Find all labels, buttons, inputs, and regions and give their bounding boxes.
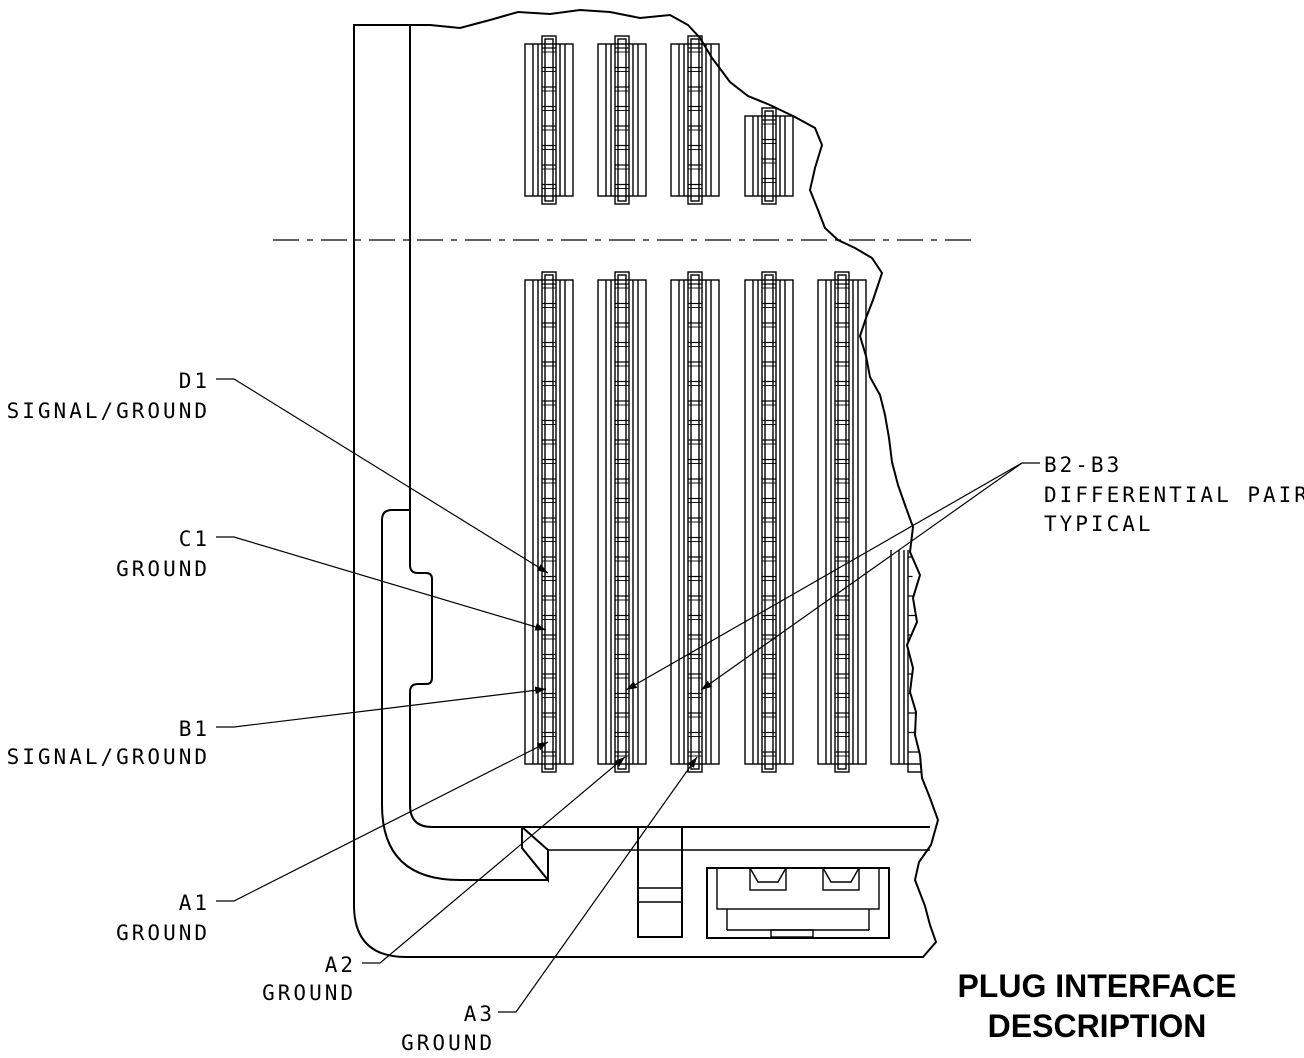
callout-d1-id: D1 — [179, 369, 210, 393]
title-line-2: DESCRIPTION — [988, 1008, 1207, 1044]
leader-d1 — [216, 378, 549, 574]
callout-b2b3-note: TYPICAL — [1044, 512, 1154, 536]
callout-a1-desc: GROUND — [116, 921, 210, 945]
callout-c1-desc: GROUND — [116, 557, 210, 581]
leader-b1 — [216, 686, 547, 728]
callout-b2b3-desc: DIFFERENTIAL PAIR — [1044, 483, 1304, 507]
housing-outline — [353, 8, 940, 958]
housing-inner-lip — [381, 509, 548, 881]
guide-pocket — [706, 867, 890, 939]
leader-a1 — [216, 741, 549, 902]
callout-a3: A3 GROUND — [401, 1002, 495, 1055]
leader-c1 — [216, 536, 547, 631]
callout-b1: B1 SIGNAL/GROUND — [7, 717, 210, 769]
callout-a3-id: A3 — [464, 1002, 495, 1026]
leader-a3 — [498, 756, 698, 1013]
leader-lines — [216, 378, 1040, 1013]
callout-b1-desc: SIGNAL/GROUND — [7, 745, 210, 769]
drawing-title: PLUG INTERFACE DESCRIPTION — [957, 968, 1236, 1044]
wafer-lower-6-partial — [890, 550, 922, 773]
callout-b1-id: B1 — [179, 717, 210, 741]
callout-c1: C1 GROUND — [116, 527, 210, 581]
wafer-lower-1 — [524, 271, 574, 773]
wafer-upper-3 — [670, 35, 720, 205]
wafer-lower-5 — [817, 271, 867, 773]
callout-a3-desc: GROUND — [401, 1031, 495, 1055]
leader-a2 — [362, 756, 626, 964]
title-line-1: PLUG INTERFACE — [957, 968, 1236, 1004]
callout-c1-id: C1 — [179, 527, 210, 551]
wafer-upper-1 — [524, 35, 574, 205]
housing-notch — [409, 510, 522, 828]
callout-a2-id: A2 — [325, 953, 356, 977]
wafer-lower-2 — [597, 271, 647, 773]
latch-ramp — [521, 826, 549, 883]
wafer-upper-2 — [597, 35, 647, 205]
callout-a1: A1 GROUND — [116, 891, 210, 945]
connector-housing — [353, 8, 940, 958]
callout-a2: A2 GROUND — [262, 953, 356, 1005]
callout-a1-id: A1 — [179, 891, 210, 915]
wafer-lower-4 — [744, 271, 794, 773]
callout-d1-desc: SIGNAL/GROUND — [7, 399, 210, 423]
wafer-columns — [524, 35, 922, 773]
leader-b2b3-2 — [700, 462, 1023, 691]
wafer-lower-3 — [670, 271, 720, 773]
callout-d1: D1 SIGNAL/GROUND — [7, 369, 210, 423]
latch-key — [637, 826, 683, 938]
callout-b2b3-id: B2-B3 — [1044, 453, 1122, 477]
callout-a2-desc: GROUND — [262, 981, 356, 1005]
callout-b2b3: B2-B3 DIFFERENTIAL PAIR TYPICAL — [1044, 453, 1304, 536]
wafer-upper-4 — [744, 107, 794, 205]
